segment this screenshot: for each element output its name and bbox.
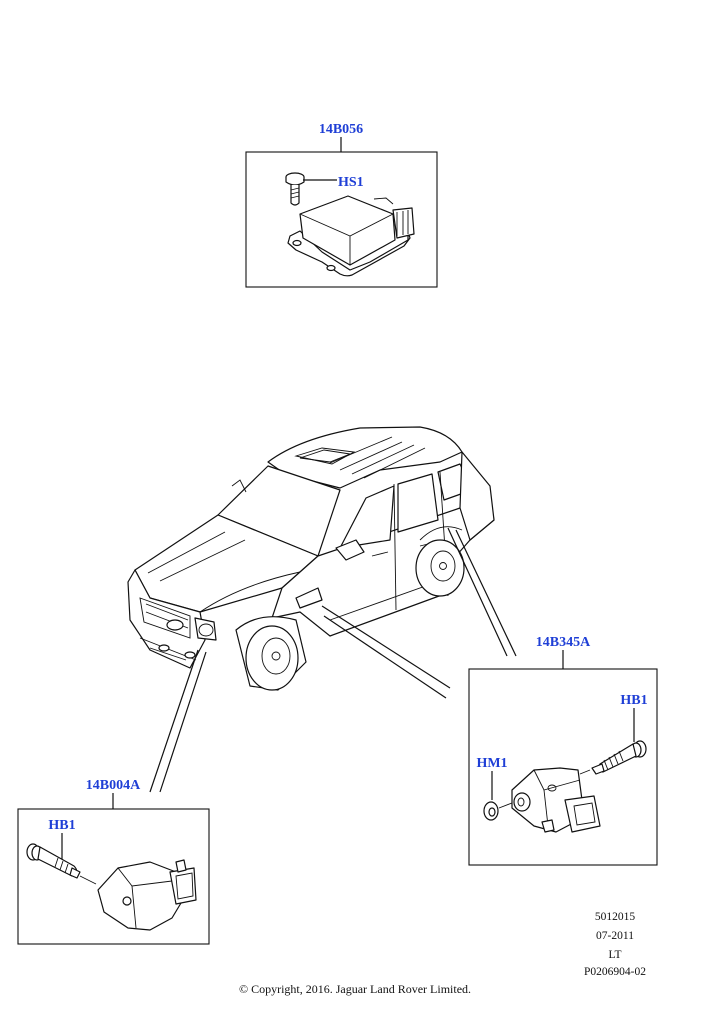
vehicle-illustration-icon xyxy=(127,426,495,691)
module-screw-icon xyxy=(285,172,305,206)
callout-side-sensor-nut[interactable]: HM1 xyxy=(476,756,507,771)
meta-illustration-id: P0206904-02 xyxy=(584,966,646,978)
restraint-module-icon xyxy=(287,195,415,277)
meta-side: LT xyxy=(609,949,622,961)
front-impact-sensor-icon xyxy=(97,859,197,931)
callout-front-sensor-bolt[interactable]: HB1 xyxy=(48,818,75,833)
module-group: 14B056 HS1 xyxy=(245,122,438,288)
side-sensor-group: 14B345A HB1 HM1 xyxy=(468,635,658,866)
module-detail-box xyxy=(245,151,438,288)
copyright-notice: © Copyright, 2016. Jaguar Land Rover Lim… xyxy=(239,982,471,996)
side-impact-sensor-icon xyxy=(511,767,601,833)
callout-front-sensor-part[interactable]: 14B004A xyxy=(86,778,141,793)
callout-module-part[interactable]: 14B056 xyxy=(319,122,363,137)
front-sensor-bolt-icon xyxy=(26,843,81,879)
meta-date: 07-2011 xyxy=(596,930,634,942)
side-sensor-detail-box xyxy=(468,668,658,866)
callout-side-sensor-part[interactable]: 14B345A xyxy=(536,635,591,650)
callout-side-sensor-bolt[interactable]: HB1 xyxy=(620,693,647,708)
front-sensor-group: 14B004A HB1 xyxy=(17,778,210,945)
side-sensor-bolt-icon xyxy=(591,740,647,775)
side-sensor-nut-icon xyxy=(483,801,499,821)
meta-code: 5012015 xyxy=(595,911,636,923)
front-sensor-detail-box xyxy=(17,808,210,945)
callout-module-screw[interactable]: HS1 xyxy=(338,175,364,190)
vehicle-leaders xyxy=(149,527,517,793)
drawing-meta: 5012015 07-2011 LT P0206904-02 xyxy=(584,911,646,978)
